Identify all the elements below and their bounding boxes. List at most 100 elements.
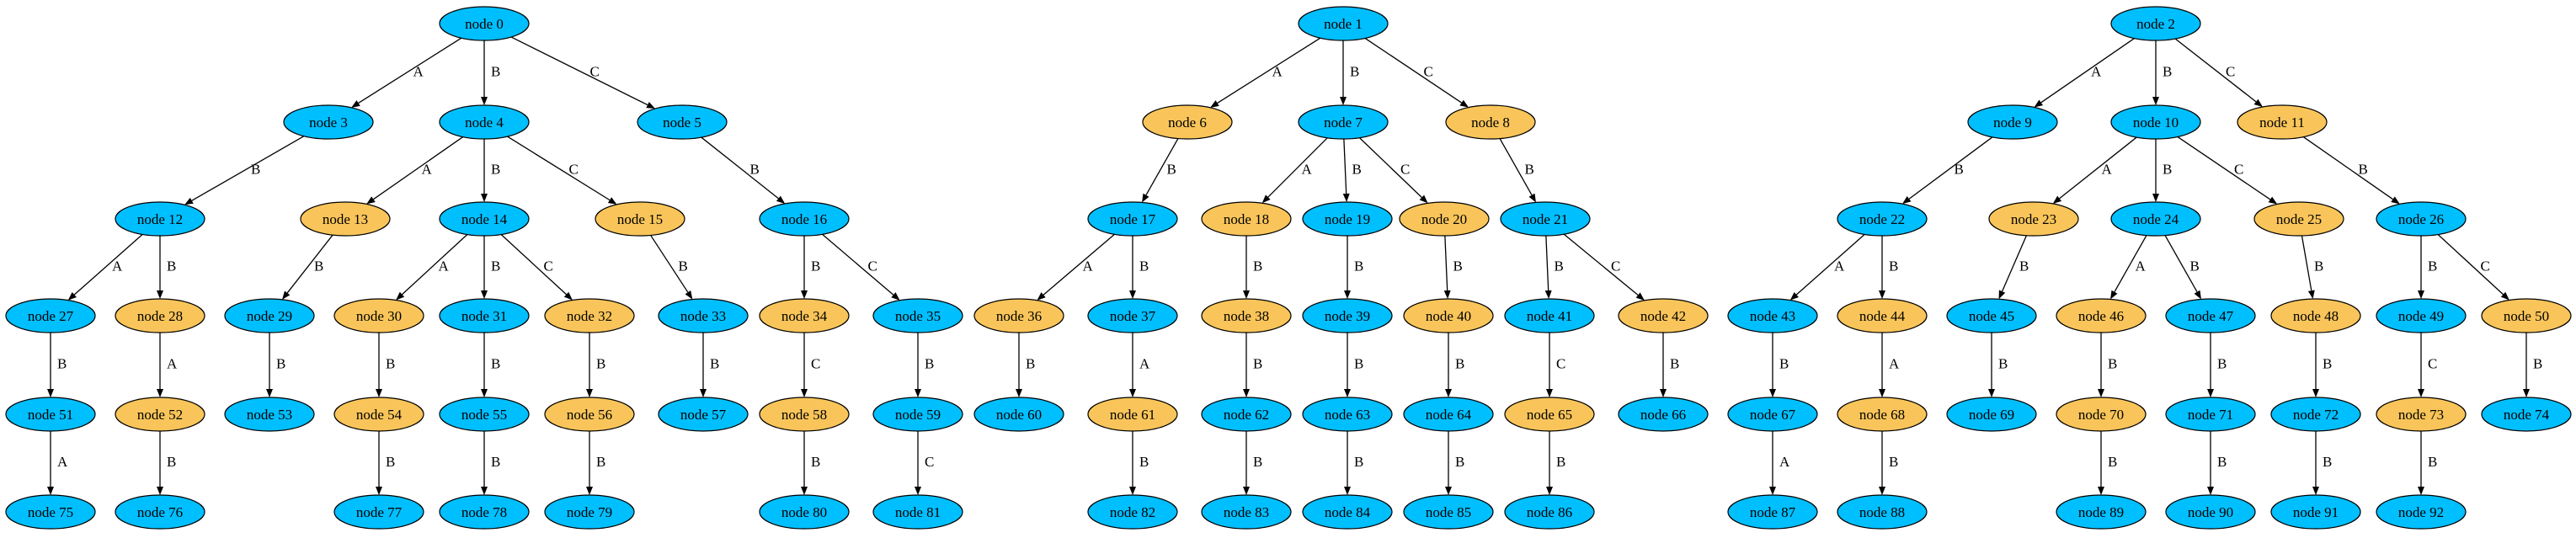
node-78: node 78 — [439, 494, 530, 530]
node-ellipse — [2056, 397, 2147, 432]
edge-label: B — [1354, 454, 1363, 470]
node-ellipse — [1302, 494, 1393, 530]
edge-label: B — [1779, 356, 1789, 372]
arrowhead-icon — [1344, 487, 1351, 495]
edge-line — [1343, 138, 1347, 194]
node-76: node 76 — [115, 494, 205, 530]
arrowhead-icon — [1998, 290, 2006, 300]
node-label: node 57 — [680, 407, 727, 423]
node-84: node 84 — [1302, 494, 1393, 530]
edge-62-83: B — [1243, 431, 1262, 495]
arrowhead-icon — [2268, 196, 2278, 205]
node-15: node 15 — [595, 201, 685, 237]
node-label: node 80 — [781, 504, 827, 520]
node-label: node 23 — [2011, 211, 2056, 227]
edge-label: B — [925, 356, 934, 372]
node-17: node 17 — [1087, 201, 1178, 237]
node-label: node 81 — [895, 504, 941, 520]
node-33: node 33 — [658, 298, 749, 333]
node-ellipse — [1837, 201, 1928, 237]
node-label: node 0 — [465, 16, 504, 32]
node-72: node 72 — [2270, 397, 2361, 432]
arrowhead-icon — [2152, 97, 2159, 105]
node-83: node 83 — [1201, 494, 1292, 530]
edge-label: A — [422, 162, 433, 178]
arrowhead-icon — [2307, 290, 2315, 300]
node-59: node 59 — [872, 397, 963, 432]
node-88: node 88 — [1837, 494, 1928, 530]
edge-label: B — [1167, 162, 1176, 178]
arrowhead-icon — [1546, 389, 1553, 397]
arrowhead-icon — [157, 487, 163, 495]
arrowhead-icon — [47, 389, 54, 397]
node-ellipse — [224, 397, 315, 432]
edge-label: A — [167, 356, 178, 372]
node-8: node 8 — [1445, 104, 1536, 140]
edge-line — [701, 136, 779, 200]
node-ellipse — [115, 298, 205, 333]
node-ellipse — [1201, 298, 1292, 333]
arrowhead-icon — [1769, 389, 1776, 397]
edge-28-52: A — [157, 333, 178, 397]
edge-14-32: C — [500, 234, 573, 301]
arrowhead-icon — [586, 487, 593, 495]
arrowhead-icon — [1243, 290, 1250, 299]
node-41: node 41 — [1504, 298, 1595, 333]
edge-23-45: B — [1998, 235, 2029, 300]
edge-11-26: B — [2302, 136, 2400, 205]
edge-line — [358, 37, 462, 104]
edge-line — [2437, 234, 2504, 296]
edge-label: B — [167, 454, 176, 470]
node-label: node 83 — [1224, 504, 1269, 520]
edge-line — [2040, 38, 2135, 104]
edge-label: A — [1083, 258, 1094, 274]
arrowhead-icon — [1879, 487, 1885, 495]
edge-55-78: B — [481, 431, 500, 495]
edge-71-90: B — [2207, 431, 2227, 495]
arrowhead-icon — [2207, 487, 2214, 495]
node-label: node 45 — [1969, 308, 2014, 324]
node-ellipse — [1142, 104, 1233, 140]
edge-4-14: B — [481, 139, 500, 202]
node-label: node 13 — [323, 211, 368, 227]
node-label: node 56 — [567, 407, 612, 423]
node-label: node 43 — [1750, 308, 1795, 324]
arrowhead-icon — [481, 487, 488, 495]
node-73: node 73 — [2376, 397, 2467, 432]
node-label: node 27 — [28, 308, 74, 324]
edge-label: B — [2190, 258, 2200, 274]
node-16: node 16 — [759, 201, 850, 237]
node-label: node 1 — [1324, 16, 1363, 32]
edge-32-56: B — [586, 333, 605, 397]
edge-44-68: A — [1879, 333, 1900, 397]
node-20: node 20 — [1399, 201, 1490, 237]
node-ellipse — [224, 298, 315, 333]
arrowhead-icon — [801, 389, 808, 397]
edge-line — [2174, 38, 2257, 103]
edge-label: B — [2163, 162, 2172, 178]
edge-label: B — [491, 454, 500, 470]
edge-line — [822, 233, 894, 296]
edge-label: B — [314, 258, 323, 274]
node-label: node 12 — [137, 211, 183, 227]
node-ellipse — [300, 201, 391, 237]
edge-31-55: B — [481, 333, 500, 397]
node-label: node 85 — [1426, 504, 1471, 520]
edge-line — [2001, 235, 2028, 292]
node-ellipse — [1618, 397, 1709, 432]
arrowhead-icon — [776, 195, 786, 204]
edge-0-5: C — [510, 36, 655, 109]
node-50: node 50 — [2481, 298, 2572, 333]
node-label: node 82 — [1110, 504, 1155, 520]
arrowhead-icon — [1342, 193, 1350, 203]
node-36: node 36 — [973, 298, 1064, 333]
arrowhead-icon — [1261, 194, 1271, 204]
arrowhead-icon — [801, 290, 808, 299]
arrowhead-icon — [607, 197, 617, 205]
edge-15-33: B — [650, 235, 693, 300]
edge-label: B — [491, 162, 500, 178]
node-35: node 35 — [872, 298, 963, 333]
edge-21-41: B — [1544, 235, 1564, 300]
node-ellipse — [2165, 298, 2256, 333]
arrowhead-icon — [1445, 487, 1452, 495]
